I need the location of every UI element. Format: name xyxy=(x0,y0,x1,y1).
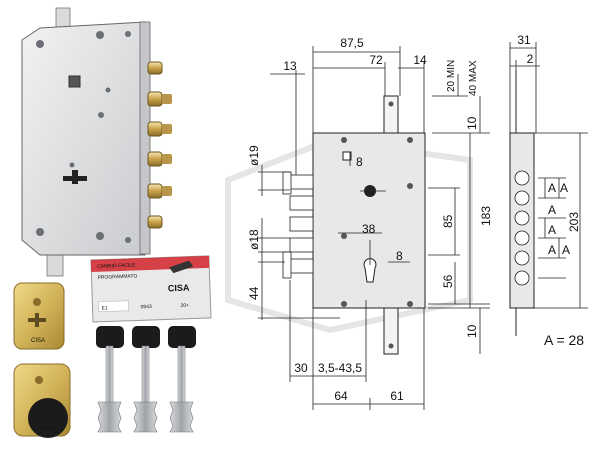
key-1 xyxy=(96,326,124,433)
dim-44: 44 xyxy=(247,286,261,300)
card-code3: 20+ xyxy=(180,303,189,309)
card-key-icon xyxy=(169,260,194,274)
dim-31: 31 xyxy=(517,33,531,47)
dim-20-min: 20 MIN xyxy=(446,60,457,92)
keys-photo xyxy=(96,326,196,433)
drawing-spindle xyxy=(342,151,352,161)
escutcheon-bottom-brand: CISA xyxy=(41,426,55,432)
side-bolt-circles xyxy=(514,170,530,286)
card-line1: CAMBIO FACILE xyxy=(97,262,136,269)
dim-40-max: 40 MAX xyxy=(468,60,479,96)
dim-10-bottom: 10 xyxy=(465,324,479,338)
lock-keyhole xyxy=(63,170,87,184)
dim-183: 183 xyxy=(479,206,493,226)
lock-photo xyxy=(21,7,172,277)
card-line2: PROGRAMMATO xyxy=(97,273,137,280)
a-label-2: A xyxy=(560,181,568,195)
dim-61: 61 xyxy=(390,389,404,403)
a-label-5: A xyxy=(548,243,556,257)
drawing-bolts xyxy=(282,171,314,279)
dim-10-top: 10 xyxy=(465,116,479,130)
lock-bolts xyxy=(147,61,172,229)
lock-forend xyxy=(139,21,151,255)
key-2 xyxy=(132,326,160,433)
drawing-keyhole xyxy=(363,258,377,283)
technical-drawing: 87,5 72 14 13 20 MIN 40 MAX 10 31 2 ø19 … xyxy=(225,33,588,410)
escutcheon-bottom: CISA xyxy=(13,363,71,438)
dim-phi19: ø19 xyxy=(247,145,261,166)
drawing-dim-lines xyxy=(258,46,490,410)
dim-13: 13 xyxy=(283,59,297,73)
a-label-1: A xyxy=(548,181,556,195)
a-label-3: A xyxy=(548,203,556,217)
drawing-top-tab xyxy=(383,95,399,134)
dim-phi18: ø18 xyxy=(247,229,261,250)
dim-range: 3,5-43,5 xyxy=(318,361,362,375)
dim-8-mid: 8 xyxy=(396,249,403,263)
lock-screws xyxy=(36,31,131,243)
dim-85: 85 xyxy=(441,214,455,228)
a-legend: A = 28 xyxy=(544,332,584,348)
drawing-bottom-tab xyxy=(383,307,399,355)
dim-56: 56 xyxy=(441,274,455,288)
drawing-labels: 87,5 72 14 13 20 MIN 40 MAX 10 31 2 ø19 … xyxy=(247,33,584,403)
dim-203: 203 xyxy=(567,212,581,232)
escutcheon-top-brand: CISA xyxy=(31,338,45,344)
card-code2: 0943 xyxy=(140,304,152,310)
dim-8-top: 8 xyxy=(356,155,363,169)
dim-72: 72 xyxy=(369,53,383,67)
key-3 xyxy=(168,326,196,433)
dim-38: 38 xyxy=(362,222,376,236)
a-label-4: A xyxy=(548,223,556,237)
dim-64: 64 xyxy=(334,389,348,403)
lock-plate xyxy=(21,21,146,256)
escutcheon-top: CISA xyxy=(13,282,65,350)
a-label-6: A xyxy=(562,243,570,257)
dim-14: 14 xyxy=(413,53,427,67)
escutcheon-cover-disc xyxy=(28,398,68,438)
dim-2: 2 xyxy=(527,52,534,66)
card-code1: E1 xyxy=(102,305,109,311)
drawing-screw-holes xyxy=(341,137,413,307)
lock-spindle xyxy=(68,75,81,88)
drawing-side-view xyxy=(509,42,588,336)
card-brand: CISA xyxy=(168,283,190,294)
key-card: CAMBIO FACILE PROGRAMMATO CISA E1 0943 2… xyxy=(90,255,212,323)
dim-30: 30 xyxy=(294,361,308,375)
dim-87-5: 87,5 xyxy=(340,36,364,50)
